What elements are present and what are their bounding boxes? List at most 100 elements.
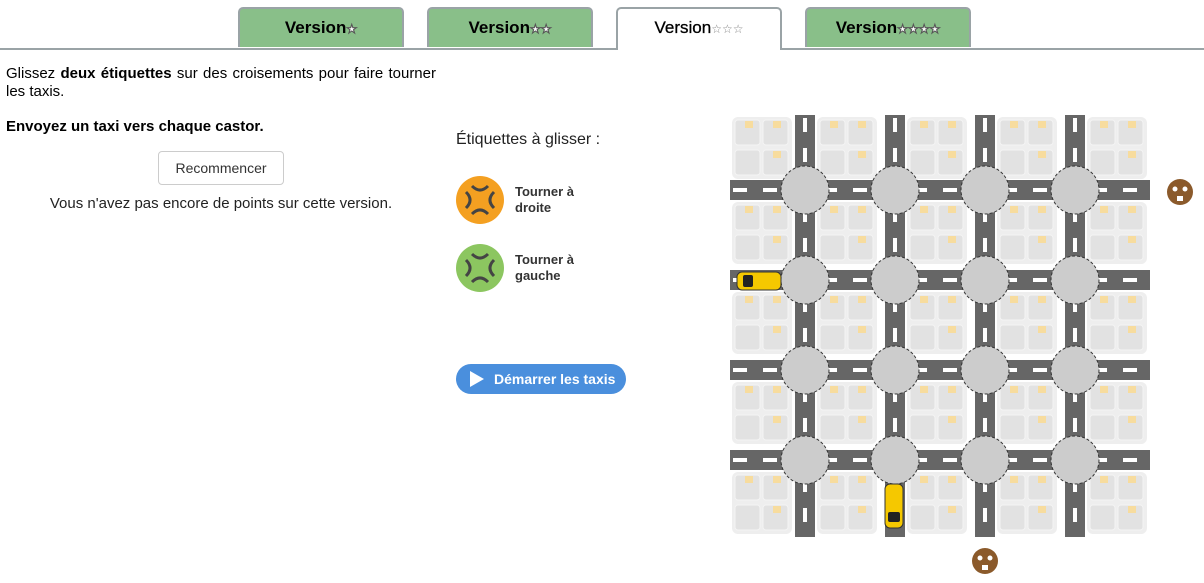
road-marking — [1033, 368, 1047, 372]
building — [762, 504, 789, 531]
building-roof — [948, 296, 956, 303]
building — [937, 504, 964, 531]
building — [999, 294, 1026, 321]
road-marking — [823, 368, 837, 372]
road-marking — [1073, 328, 1077, 342]
start-taxis-button[interactable]: Démarrer les taxis — [456, 364, 626, 394]
building-roof — [1038, 386, 1046, 393]
road-marking — [1003, 458, 1017, 462]
road-marking — [983, 478, 987, 492]
building-roof — [773, 326, 781, 333]
horizontal-road — [730, 360, 1150, 380]
tab-version-1[interactable]: Version★ — [238, 7, 404, 47]
road-marking — [893, 328, 897, 342]
restart-button[interactable]: Recommencer — [158, 151, 284, 185]
road-marking — [943, 278, 957, 282]
building-roof — [858, 206, 866, 213]
road-marking — [983, 388, 987, 402]
label-turn-right[interactable]: Tourner à droite — [456, 176, 595, 224]
building — [999, 384, 1026, 411]
roundabout-intersection[interactable] — [960, 435, 1010, 485]
road-marking — [1093, 188, 1107, 192]
building — [819, 234, 846, 261]
road-marking — [803, 208, 807, 222]
building-roof — [745, 296, 753, 303]
roundabout-intersection[interactable] — [780, 435, 830, 485]
building — [847, 294, 874, 321]
roundabout-intersection[interactable] — [870, 345, 920, 395]
building — [999, 204, 1026, 231]
building-roof — [1128, 151, 1136, 158]
road-marking — [853, 458, 867, 462]
building-roof — [858, 506, 866, 513]
road-marking — [983, 328, 987, 342]
building-roof — [920, 296, 928, 303]
road-marking — [853, 188, 867, 192]
building — [1089, 474, 1116, 501]
label-turn-left[interactable]: Tourner à gauche — [456, 244, 595, 292]
road-marking — [943, 458, 957, 462]
building — [762, 234, 789, 261]
road-marking — [1093, 278, 1107, 282]
tab-label: Version — [284, 18, 347, 37]
roundabout-intersection[interactable] — [780, 255, 830, 305]
road-marking — [943, 368, 957, 372]
building-roof — [745, 121, 753, 128]
building — [1117, 474, 1144, 501]
tab-label: Version — [835, 18, 898, 37]
building — [762, 324, 789, 351]
building — [819, 204, 846, 231]
building — [937, 414, 964, 441]
roundabout-intersection[interactable] — [780, 345, 830, 395]
roundabout-intersection[interactable] — [1050, 165, 1100, 215]
building-roof — [1128, 121, 1136, 128]
building-roof — [1010, 386, 1018, 393]
roundabout-intersection[interactable] — [960, 345, 1010, 395]
taxi-window — [743, 275, 753, 287]
building — [1027, 294, 1054, 321]
labels-title: Étiquettes à glisser : — [456, 131, 601, 148]
building-roof — [858, 296, 866, 303]
beaver-teeth — [982, 565, 988, 570]
building-roof — [920, 121, 928, 128]
road-marking — [803, 328, 807, 342]
road-marking — [1073, 388, 1077, 402]
building — [937, 119, 964, 146]
tab-version-4[interactable]: Version★★★★ — [805, 7, 971, 47]
roundabout-intersection[interactable] — [960, 255, 1010, 305]
building — [1117, 414, 1144, 441]
road-marking — [763, 188, 777, 192]
beaver-eye — [977, 555, 983, 561]
building-roof — [858, 476, 866, 483]
roundabout-intersection[interactable] — [960, 165, 1010, 215]
tab-version-3[interactable]: Version☆☆☆ — [616, 7, 782, 50]
building — [1117, 504, 1144, 531]
building — [909, 204, 936, 231]
building-roof — [1038, 326, 1046, 333]
building — [999, 504, 1026, 531]
building-roof — [948, 506, 956, 513]
building — [1089, 294, 1116, 321]
building — [1089, 204, 1116, 231]
building-roof — [773, 236, 781, 243]
road-marking — [1093, 368, 1107, 372]
building — [1027, 119, 1054, 146]
roundabout-intersection[interactable] — [780, 165, 830, 215]
roundabout-intersection[interactable] — [1050, 255, 1100, 305]
roundabout-intersection[interactable] — [870, 435, 920, 485]
building — [909, 149, 936, 176]
roundabout-intersection[interactable] — [870, 255, 920, 305]
building — [734, 504, 761, 531]
roundabout-intersection[interactable] — [1050, 435, 1100, 485]
label-text: Tourner à gauche — [515, 252, 574, 283]
roundabout-intersection[interactable] — [870, 165, 920, 215]
road-marking — [943, 188, 957, 192]
tab-version-2[interactable]: Version★★ — [427, 7, 593, 47]
road-marking — [853, 278, 867, 282]
road-marking — [803, 298, 807, 312]
building-roof — [1128, 206, 1136, 213]
building-roof — [1100, 121, 1108, 128]
roundabout-intersection[interactable] — [1050, 345, 1100, 395]
building — [819, 474, 846, 501]
building — [819, 119, 846, 146]
